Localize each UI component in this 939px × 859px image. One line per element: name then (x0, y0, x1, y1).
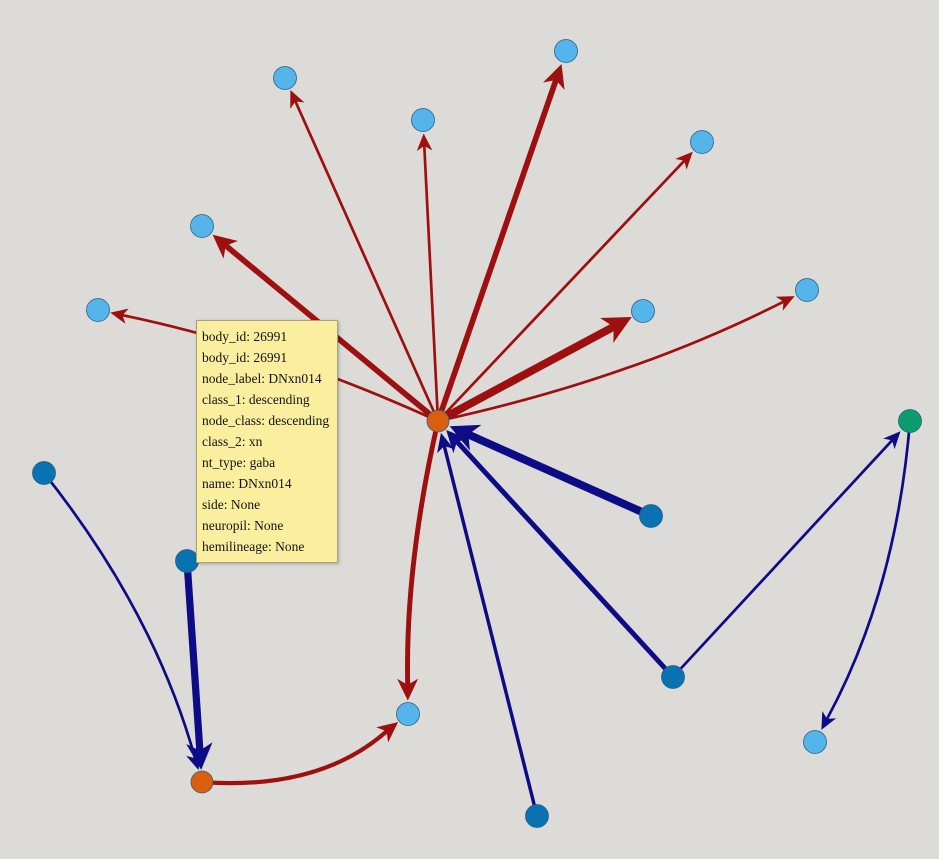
node-center[interactable] (426, 409, 450, 433)
node-tooltip: body_id: 26991 body_id: 26991 node_label: … (196, 320, 338, 563)
edge-s5-to-o2[interactable] (183, 557, 213, 770)
tooltip-key: body_id (202, 350, 247, 365)
edge-line (422, 144, 440, 423)
tooltip-value: descending (268, 413, 330, 428)
edge-center-to-t9[interactable] (397, 418, 441, 701)
node-t2[interactable] (190, 214, 214, 238)
edge-line (199, 729, 389, 786)
edge-arrowhead (110, 308, 129, 324)
edge-center-to-t8[interactable] (436, 296, 795, 423)
tooltip-key: class_2 (202, 434, 242, 449)
edge-arrowhead (376, 722, 399, 743)
edge-center-to-t6[interactable] (436, 151, 693, 423)
edge-arrowhead (397, 678, 419, 701)
node-s3[interactable] (525, 804, 549, 828)
tooltip-key: side (202, 497, 224, 512)
edge-line (442, 444, 539, 818)
edge-arrowhead (543, 63, 565, 90)
tooltip-row-class-2: class_2: xn (202, 434, 263, 449)
edge-center-to-t4[interactable] (416, 133, 440, 423)
edge-line (436, 300, 785, 423)
tooltip-row-body-id: body_id: 26991 (202, 329, 288, 344)
edge-line (435, 77, 559, 424)
node-t3[interactable] (273, 66, 297, 90)
tooltip-key: name (202, 476, 232, 491)
tooltip-row-node-label: node_label: DNxn014 (202, 371, 322, 386)
tooltip-value: None (254, 518, 284, 533)
edge-center-to-t5[interactable] (435, 63, 565, 424)
node-g1[interactable] (898, 409, 922, 433)
node-s1[interactable] (639, 504, 663, 528)
edge-center-to-t7[interactable] (434, 317, 632, 425)
edge-line (42, 471, 197, 760)
tooltip-key: nt_type (202, 455, 243, 470)
edge-g1-to-t10[interactable] (821, 419, 912, 730)
tooltip-value: xn (248, 434, 263, 449)
edge-arrowhead (416, 133, 433, 152)
edge-arrowhead (600, 317, 632, 343)
node-s4[interactable] (32, 461, 56, 485)
tooltip-value: 26991 (253, 329, 288, 344)
tooltip-row-nt-type: nt_type: gaba (202, 455, 276, 470)
tooltip-row-body-id: body_id: 26991 (202, 350, 288, 365)
tooltip-key: hemilineage (202, 539, 268, 554)
tooltip-value: None (275, 539, 305, 554)
edge-s1-to-center[interactable] (449, 424, 655, 520)
tooltip-value: DNxn014 (268, 371, 322, 386)
edge-arrowhead (186, 742, 213, 770)
tooltip-key: node_class (202, 413, 262, 428)
node-t6[interactable] (690, 130, 714, 154)
edge-arrowhead (883, 431, 901, 450)
nodes-layer (32, 39, 922, 828)
node-t5[interactable] (554, 39, 578, 63)
edge-line (294, 99, 440, 423)
tooltip-row-neuropil: neuropil: None (202, 518, 284, 533)
edge-line (183, 557, 204, 755)
edge-line (825, 419, 912, 721)
tooltip-value: None (230, 497, 261, 512)
edge-s4-to-o2[interactable] (42, 471, 202, 771)
tooltip-key: node_label (202, 371, 262, 386)
edge-line (434, 322, 618, 425)
node-t10[interactable] (803, 730, 827, 754)
tooltip-row-side: side: None (202, 497, 261, 512)
tooltip-value: DNxn014 (238, 476, 292, 491)
edge-line (405, 418, 441, 688)
edge-s3-to-center[interactable] (437, 432, 539, 818)
tooltip-row-hemilineage: hemilineage: None (202, 539, 305, 554)
edge-center-to-t3[interactable] (290, 90, 440, 423)
edge-s2-to-g1[interactable] (671, 431, 901, 679)
tooltip-row-name: name: DNxn014 (202, 476, 292, 491)
tooltip-row-class-1: class_1: descending (202, 392, 310, 407)
node-t4[interactable] (411, 108, 435, 132)
edge-arrowhead (437, 432, 454, 454)
edge-arrowhead (290, 90, 305, 109)
tooltip-row-node-class: node_class: descending (202, 413, 330, 428)
node-t1[interactable] (86, 298, 110, 322)
node-s2[interactable] (661, 665, 685, 689)
node-t7[interactable] (631, 299, 655, 323)
edges-layer (42, 63, 912, 818)
node-o2[interactable] (190, 770, 214, 794)
edge-arrowhead (212, 234, 239, 259)
edge-s2-to-center[interactable] (446, 429, 676, 680)
edge-line (671, 438, 894, 679)
tooltip-value: gaba (249, 455, 276, 470)
tooltip-value: descending (248, 392, 310, 407)
edge-arrowhead (821, 711, 837, 730)
tooltip-key: neuropil (202, 518, 247, 533)
node-t8[interactable] (795, 278, 819, 302)
tooltip-value: 26991 (253, 350, 288, 365)
edge-line (454, 439, 676, 680)
node-t9[interactable] (396, 702, 420, 726)
edge-arrowhead (675, 151, 693, 170)
edge-arrowhead (775, 296, 795, 311)
edge-line (464, 430, 655, 520)
tooltip-key: class_1 (202, 392, 242, 407)
edge-o2-to-t9[interactable] (199, 722, 399, 786)
tooltip-key: body_id (202, 329, 247, 344)
edge-line (436, 159, 686, 423)
